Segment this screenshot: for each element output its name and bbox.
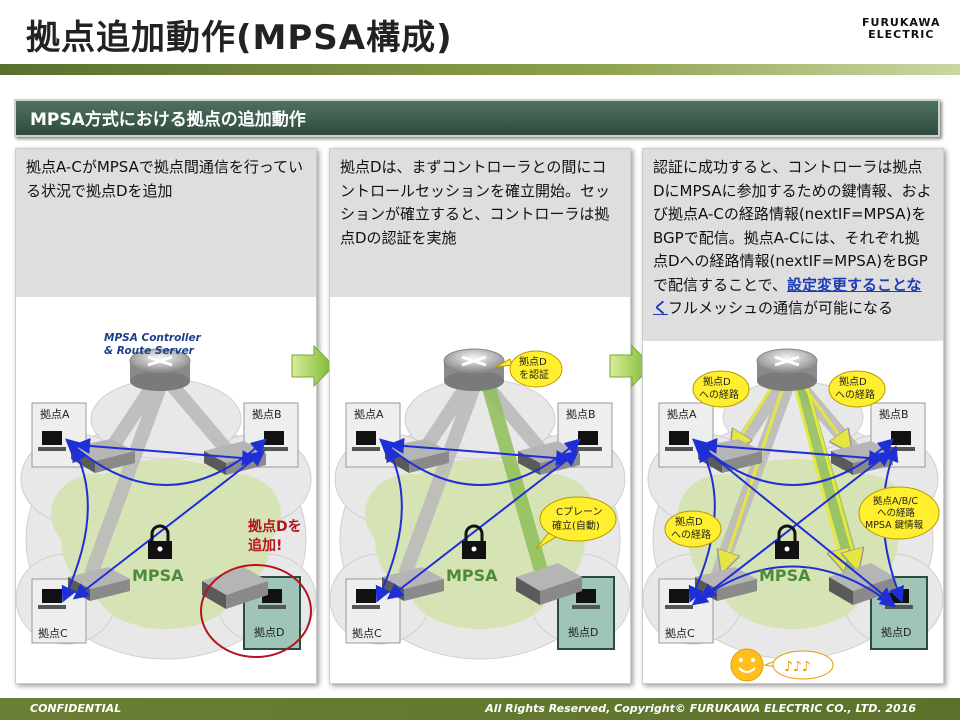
site-c-label: 拠点C	[665, 627, 695, 640]
panel-1-description: 拠点A-CがMPSAで拠点間通信を行っている状況で拠点Dを追加	[16, 149, 316, 297]
lock-icon	[775, 524, 799, 559]
callout-route-a: 拠点D への経路	[692, 370, 750, 408]
site-c: 拠点C	[658, 578, 714, 644]
site-b: 拠点B	[243, 402, 299, 468]
callout-auth: 拠点D を認証	[495, 350, 563, 388]
site-c-label: 拠点C	[38, 627, 68, 640]
mesh-arrows	[375, 437, 581, 603]
mpsa-label: MPSA	[446, 566, 498, 585]
lock-icon	[148, 524, 172, 559]
callout-auth-line-1: 拠点D	[519, 355, 547, 368]
logo-line-1: FURUKAWA	[862, 16, 941, 29]
section-title: MPSA方式における拠点の追加動作	[14, 99, 940, 137]
panel-3-text-before: 認証に成功すると、コントローラは拠点DにMPSAに参加するための鍵情報、および拠…	[653, 158, 932, 294]
mpsa-label: MPSA	[132, 566, 184, 585]
site-b-label: 拠点B	[252, 408, 282, 421]
site-d-label: 拠点D	[881, 626, 911, 639]
callout-c-plane: Cプレーン 確立(自動)	[535, 496, 617, 550]
music-notes-bubble: ♪♪♪	[763, 650, 834, 680]
callout-route-b-line-2: への経路	[835, 388, 875, 401]
panel-3-description: 認証に成功すると、コントローラは拠点DにMPSAに参加するための鍵情報、および拠…	[643, 149, 943, 341]
site-b: 拠点B	[557, 402, 613, 468]
new-site-highlight	[200, 564, 312, 658]
step-arrow-1-icon	[291, 345, 335, 387]
page-title: 拠点追加動作(MPSA構成)	[26, 18, 453, 58]
controller-label-line-2: & Route Server	[104, 345, 195, 357]
mpsa-label: MPSA	[759, 566, 811, 585]
controller-router-icon	[756, 348, 818, 391]
controller-router-icon	[443, 348, 505, 391]
callout-route-a-line-2: への経路	[699, 388, 739, 401]
site-a-label: 拠点A	[354, 408, 384, 421]
site-c: 拠点C	[31, 578, 87, 644]
site-b-label: 拠点B	[879, 408, 909, 421]
logo-line-2: ELECTRIC	[868, 28, 935, 41]
callout-plane-line-2: 確立(自動)	[552, 519, 600, 532]
site-a-label: 拠点A	[667, 408, 697, 421]
controller-label-line-1: MPSA Controller	[104, 332, 202, 344]
panel-3-text-emphasis: 設定変更することなく	[653, 275, 922, 318]
copyright-text: All Rights Reserved, Copyright© FURUKAWA…	[485, 702, 916, 715]
callout-abc-keys: 拠点A/B/C への経路 MPSA 鍵情報	[858, 486, 940, 540]
furukawa-logo: FURUKAWA ELECTRIC	[862, 17, 941, 41]
site-b-label: 拠点B	[566, 408, 596, 421]
lock-icon	[462, 524, 486, 559]
add-note-line-1: 拠点Dを	[248, 518, 302, 535]
network-diagram-3: 拠点A 拠点B 拠点C 拠点D	[643, 348, 943, 682]
site-d-label: 拠点D	[254, 626, 284, 639]
site-c-label: 拠点C	[352, 627, 382, 640]
callout-route-a-line-1: 拠点D	[703, 375, 731, 388]
full-mesh-arrows	[688, 437, 904, 608]
controller-router-icon	[129, 348, 191, 391]
site-a-label: 拠点A	[40, 408, 70, 421]
callout-abc-line-2: への経路	[877, 507, 916, 519]
mesh-arrows	[61, 437, 267, 603]
callout-plane-line-1: Cプレーン	[556, 506, 602, 518]
site-d-label: 拠点D	[568, 626, 598, 639]
confidential-label: CONFIDENTIAL	[30, 702, 122, 715]
header-rule	[0, 64, 960, 75]
footer: CONFIDENTIAL All Rights Reserved, Copyri…	[0, 698, 960, 720]
callout-auth-line-2: を認証	[519, 368, 549, 381]
network-diagram-2: 拠点A 拠点B 拠点C 拠点D	[330, 348, 630, 660]
callout-route-c-line-1: 拠点D	[675, 515, 703, 528]
callout-route-c-line-2: への経路	[671, 528, 711, 541]
panel-step-1: 拠点A-CがMPSAで拠点間通信を行っている状況で拠点Dを追加 拠点A 拠点B	[15, 148, 317, 684]
add-note-line-2: 追加!	[248, 537, 282, 554]
panel-2-description: 拠点Dは、まずコントローラとの間にコントロールセッションを確立開始。セッションが…	[330, 149, 630, 297]
network-diagram-1: 拠点A 拠点B 拠点C 拠点D MPSA Controller & Route …	[16, 332, 316, 660]
callout-abc-line-1: 拠点A/B/C	[873, 495, 918, 507]
panel-3-text-after: フルメッシュの通信が可能になる	[668, 299, 894, 317]
smiley-icon	[730, 648, 764, 682]
callout-route-b-line-1: 拠点D	[839, 375, 867, 388]
callout-abc-line-3: MPSA 鍵情報	[865, 519, 924, 531]
music-notes-text: ♪♪♪	[784, 659, 811, 675]
callout-route-c: 拠点D への経路	[664, 510, 722, 548]
panel-step-3: 認証に成功すると、コントローラは拠点DにMPSAに参加するための鍵情報、および拠…	[642, 148, 944, 684]
callout-route-b: 拠点D への経路	[828, 370, 886, 408]
panel-step-2: 拠点Dは、まずコントローラとの間にコントロールセッションを確立開始。セッションが…	[329, 148, 631, 684]
